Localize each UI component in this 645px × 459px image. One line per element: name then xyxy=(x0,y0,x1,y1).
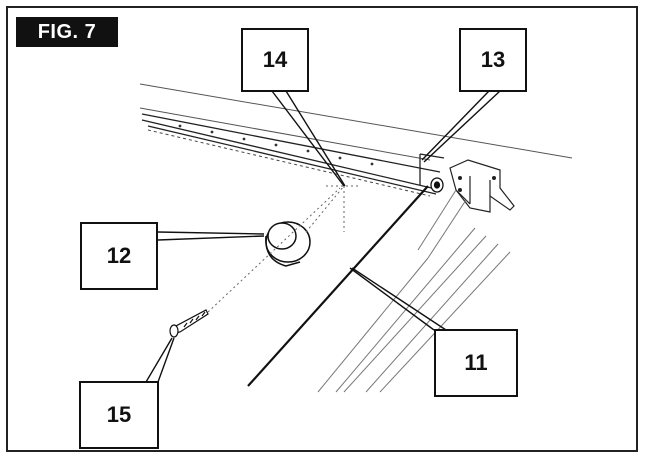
mounting-bracket xyxy=(449,159,515,213)
alignment-lines xyxy=(207,185,360,313)
end-plug xyxy=(265,221,311,267)
rail-holes xyxy=(178,124,374,166)
callout-12: 12 xyxy=(80,222,158,290)
callout-13: 13 xyxy=(459,28,527,92)
callout-11: 11 xyxy=(434,329,518,397)
callout-14: 14 xyxy=(241,28,309,92)
leader-lines xyxy=(145,90,501,383)
figure-label: FIG. 7 xyxy=(16,17,118,47)
bracket-screws xyxy=(458,176,496,192)
ceiling-panel xyxy=(139,83,573,161)
rail-end-cap xyxy=(430,177,444,193)
frame-rails xyxy=(317,189,511,393)
rail-dashed-edge xyxy=(147,129,431,197)
callout-15: 15 xyxy=(79,381,159,449)
track-rail xyxy=(141,113,445,195)
pole xyxy=(247,185,429,387)
screw xyxy=(169,309,209,338)
